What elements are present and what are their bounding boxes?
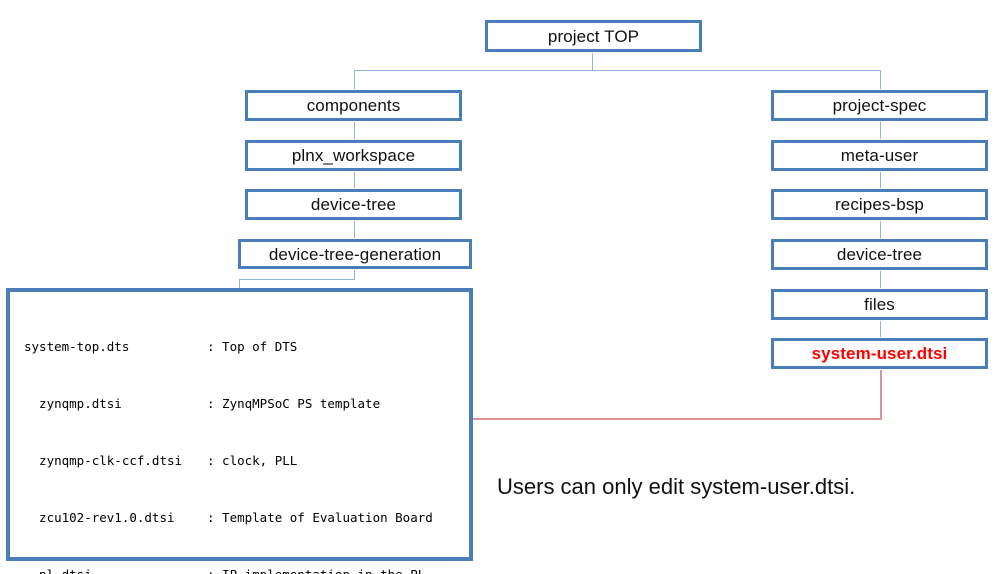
node-label: meta-user: [840, 146, 919, 165]
connector-to-components: [354, 70, 355, 90]
connector-dtgen-left: [239, 279, 355, 280]
connector-metauser-recipesbsp: [880, 171, 881, 189]
desc-row: zynqmp-clk-ccf.dtsi : clock, PLL: [24, 451, 433, 470]
connector-devicetree-dtgen: [354, 220, 355, 239]
connector-dtgen-drop: [354, 269, 355, 279]
desc-row: pl.dtsi: IP implementation in the PL: [24, 565, 433, 574]
caption-text: Users can only edit system-user.dtsi.: [497, 474, 856, 499]
desc-row-name: zynqmp.dtsi: [24, 396, 122, 411]
node-label: plnx_workspace: [291, 146, 416, 165]
node-plnx-workspace[interactable]: plnx_workspace: [244, 139, 463, 172]
desc-row-desc: : IP implementation in the PL: [207, 567, 425, 574]
node-device-tree-left[interactable]: device-tree: [244, 188, 463, 221]
desc-row-desc: : Top of DTS: [207, 339, 298, 354]
desc-row-name: system-top.dts: [24, 339, 130, 354]
desc-row-desc: : Template of Evaluation Board: [207, 510, 433, 525]
connector-files-systemuser: [880, 319, 881, 338]
desc-row-name: pl.dtsi: [24, 565, 207, 574]
node-system-user-dtsi[interactable]: system-user.dtsi: [770, 337, 989, 370]
node-label: system-user.dtsi: [811, 344, 948, 363]
desc-row-name: zynqmp-clk-ccf.dtsi: [24, 453, 183, 468]
node-label: device-tree: [836, 245, 923, 264]
callout-arrow-vertical: [880, 369, 882, 420]
description-lines: system-top.dts : Top of DTS zynqmp.dtsi : …: [24, 299, 433, 574]
node-project-top[interactable]: project TOP: [484, 19, 703, 53]
node-device-tree-generation[interactable]: device-tree-generation: [237, 238, 473, 270]
connector-recipesbsp-devicetree: [880, 220, 881, 239]
node-project-spec[interactable]: project-spec: [770, 89, 989, 122]
node-label: project TOP: [547, 26, 640, 46]
desc-row: zcu102-rev1.0.dtsi : Template of Evaluati…: [24, 508, 433, 527]
node-label: files: [864, 295, 895, 314]
node-label: device-tree-generation: [268, 244, 442, 264]
node-label: project-spec: [832, 96, 927, 115]
connector-plnx-devicetree: [354, 171, 355, 189]
desc-row-desc: : clock, PLL: [207, 453, 298, 468]
connector-devicetree-files: [880, 269, 881, 289]
connector-dtgen-into-panel: [239, 279, 240, 290]
node-label: device-tree: [310, 195, 397, 214]
node-label: recipes-bsp: [835, 195, 924, 214]
desc-row-name: zcu102-rev1.0.dtsi: [24, 510, 175, 525]
node-files[interactable]: files: [770, 288, 989, 321]
connector-components-plnx: [354, 121, 355, 140]
connector-to-project-spec: [880, 70, 881, 90]
connector-root-bus: [354, 70, 881, 71]
node-device-tree-right[interactable]: device-tree: [770, 238, 989, 271]
node-label: components: [306, 96, 401, 115]
description-panel: system-top.dts : Top of DTS zynqmp.dtsi : …: [6, 288, 473, 574]
connector-root-stem: [592, 52, 593, 71]
desc-row-desc: : ZynqMPSoC PS template: [207, 396, 381, 411]
desc-row: system-top.dts : Top of DTS: [24, 337, 433, 356]
node-meta-user[interactable]: meta-user: [770, 139, 989, 172]
callout-arrow-horizontal: [160, 418, 881, 420]
node-components[interactable]: components: [244, 89, 463, 122]
node-recipes-bsp[interactable]: recipes-bsp: [770, 188, 989, 221]
connector-projectspec-metauser: [880, 121, 881, 140]
desc-row: zynqmp.dtsi : ZynqMPSoC PS template: [24, 394, 433, 413]
